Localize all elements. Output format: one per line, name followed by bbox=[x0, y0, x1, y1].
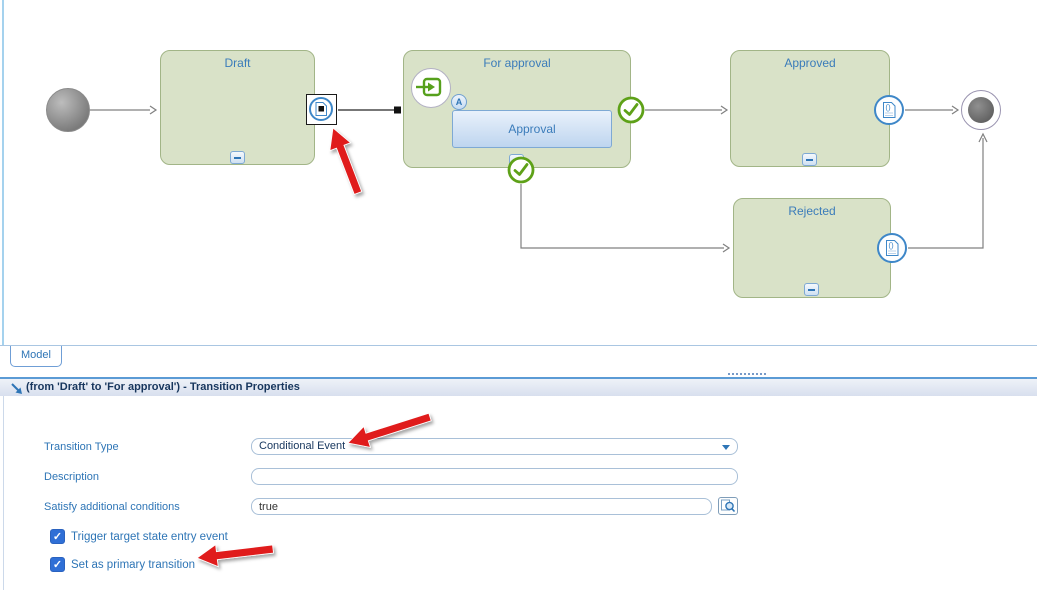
transition-properties-header: (from 'Draft' to 'For approval') - Trans… bbox=[0, 377, 1037, 396]
transition-properties-title: (from 'Draft' to 'For approval') - Trans… bbox=[26, 381, 300, 393]
canvas-border bbox=[2, 0, 4, 345]
state-rejected-label: Rejected bbox=[788, 204, 836, 218]
state-draft[interactable]: Draft bbox=[160, 50, 315, 165]
transition-type-value: Conditional Event bbox=[259, 440, 346, 452]
trigger-entry-event-label: Trigger target state entry event bbox=[71, 531, 228, 543]
approved-document-icon[interactable]: () bbox=[872, 93, 906, 127]
state-for-approval[interactable]: For approval bbox=[403, 50, 631, 168]
annotation-arrow-primary-transition bbox=[196, 543, 274, 568]
primary-transition-checkbox[interactable]: ✓ bbox=[50, 557, 65, 572]
approve-check-icon[interactable] bbox=[616, 95, 646, 125]
activity-approval[interactable]: Approval bbox=[452, 110, 612, 148]
reject-check-icon[interactable] bbox=[506, 155, 536, 185]
state-approved-label: Approved bbox=[784, 56, 836, 70]
collapse-button-approved[interactable] bbox=[802, 153, 817, 166]
state-approved[interactable]: Approved bbox=[730, 50, 890, 167]
checkmark-icon: ✓ bbox=[52, 531, 63, 543]
conditional-event-transition-icon[interactable] bbox=[306, 94, 337, 125]
satisfy-conditions-label: Satisfy additional conditions bbox=[44, 501, 180, 513]
trigger-entry-event-checkbox[interactable]: ✓ bbox=[50, 529, 65, 544]
checkmark-icon: ✓ bbox=[52, 559, 63, 571]
search-document-icon bbox=[721, 499, 736, 513]
svg-text:(): () bbox=[885, 103, 891, 112]
transition-type-dropdown[interactable]: Conditional Event bbox=[251, 438, 738, 455]
start-state-node[interactable] bbox=[46, 88, 90, 132]
end-state-inner bbox=[968, 97, 994, 123]
state-draft-label: Draft bbox=[224, 56, 251, 70]
splitter-grip[interactable] bbox=[727, 372, 767, 377]
transition-arrow-icon bbox=[11, 383, 22, 394]
tab-model[interactable]: Model bbox=[10, 346, 62, 367]
description-input[interactable] bbox=[251, 468, 738, 485]
rejected-document-icon[interactable]: () bbox=[875, 231, 909, 265]
satisfy-conditions-input[interactable] bbox=[251, 498, 712, 515]
panel-divider bbox=[0, 345, 1037, 346]
transition-type-label: Transition Type bbox=[44, 441, 119, 453]
svg-text:(): () bbox=[888, 241, 894, 250]
collapse-button-rejected[interactable] bbox=[804, 283, 819, 296]
collapse-button-draft[interactable] bbox=[230, 151, 245, 164]
tab-model-label: Model bbox=[21, 349, 51, 361]
entry-event-icon[interactable] bbox=[411, 68, 451, 108]
state-for-approval-label: For approval bbox=[483, 56, 551, 70]
panel-border bbox=[3, 396, 4, 590]
activity-approval-label: Approval bbox=[508, 122, 556, 136]
primary-transition-label: Set as primary transition bbox=[71, 559, 195, 571]
auto-badge: A bbox=[451, 94, 467, 110]
description-label: Description bbox=[44, 471, 100, 483]
condition-lookup-button[interactable] bbox=[718, 497, 738, 515]
chevron-down-icon[interactable] bbox=[722, 445, 730, 450]
diagram-canvas[interactable]: Draft For approval Approved Rejected A A… bbox=[0, 0, 1037, 345]
